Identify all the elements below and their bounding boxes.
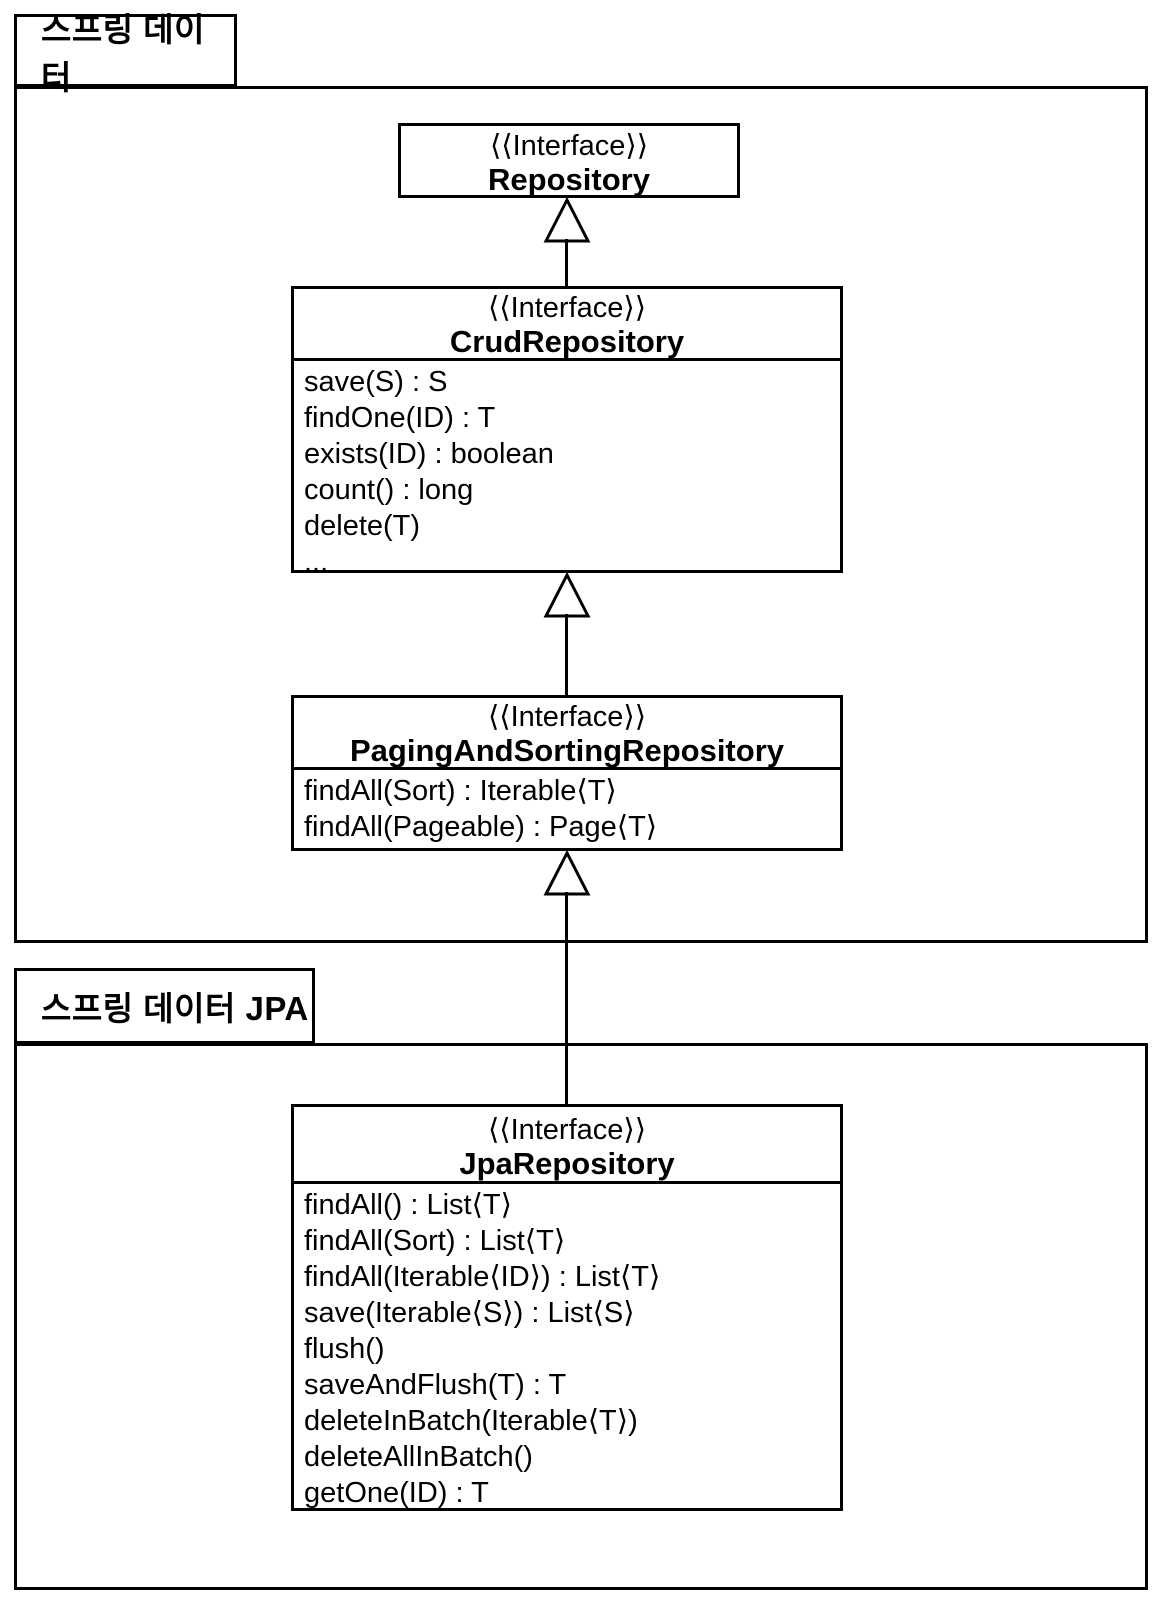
stereotype-label: ⟨⟨Interface⟩⟩	[487, 701, 647, 733]
generalization-triangle-icon	[543, 198, 591, 243]
generalization-triangle-icon	[543, 851, 591, 896]
method-item: deleteInBatch(Iterable⟨T⟩)	[304, 1405, 638, 1437]
method-item: save(Iterable⟨S⟩) : List⟨S⟩	[304, 1297, 635, 1329]
stereotype-label: ⟨⟨Interface⟩⟩	[489, 130, 649, 162]
method-list: findAll(Sort) : Iterable⟨T⟩ findAll(Page…	[294, 770, 840, 845]
class-name: CrudRepository	[449, 324, 685, 359]
stereotype-label: ⟨⟨Interface⟩⟩	[487, 292, 647, 324]
method-item: findOne(ID) : T	[304, 402, 496, 434]
method-item: findAll(Iterable⟨ID⟩) : List⟨T⟩	[304, 1261, 661, 1293]
package-tab-spring-data: 스프링 데이터	[14, 11, 237, 96]
class-header: ⟨⟨Interface⟩⟩ Repository	[401, 126, 737, 197]
stereotype-label: ⟨⟨Interface⟩⟩	[487, 1114, 647, 1146]
class-name: JpaRepository	[459, 1146, 675, 1181]
class-header: ⟨⟨Interface⟩⟩ JpaRepository	[294, 1107, 840, 1184]
method-item: deleteAllInBatch()	[304, 1441, 533, 1473]
generalization-line	[565, 614, 568, 696]
generalization-line	[565, 239, 568, 287]
package-label-spring-data-jpa: 스프링 데이터 JPA	[41, 990, 309, 1027]
method-list: findAll() : List⟨T⟩ findAll(Sort) : List…	[294, 1184, 840, 1511]
class-name: Repository	[488, 162, 650, 197]
class-box-jpa-repository: ⟨⟨Interface⟩⟩ JpaRepository findAll() : …	[291, 1104, 843, 1511]
method-item: delete(T)	[304, 510, 421, 542]
method-item: ...	[304, 546, 329, 578]
method-item: save(S) : S	[304, 366, 448, 398]
method-item: count() : long	[304, 474, 474, 506]
method-item: getOne(ID) : T	[304, 1477, 489, 1509]
method-item: findAll(Pageable) : Page⟨T⟩	[304, 811, 658, 843]
method-item: findAll(Sort) : Iterable⟨T⟩	[304, 775, 617, 807]
class-header: ⟨⟨Interface⟩⟩ PagingAndSortingRepository	[294, 698, 840, 770]
class-box-paging-and-sorting-repository: ⟨⟨Interface⟩⟩ PagingAndSortingRepository…	[291, 695, 843, 851]
method-item: exists(ID) : boolean	[304, 438, 554, 470]
method-item: findAll() : List⟨T⟩	[304, 1189, 512, 1221]
class-box-crud-repository: ⟨⟨Interface⟩⟩ CrudRepository save(S) : S…	[291, 286, 843, 578]
method-list: save(S) : S findOne(ID) : T exists(ID) :…	[294, 361, 840, 580]
method-item: saveAndFlush(T) : T	[304, 1369, 567, 1401]
class-header: ⟨⟨Interface⟩⟩ CrudRepository	[294, 289, 840, 361]
package-tab-spring-data-jpa: 스프링 데이터 JPA	[14, 968, 315, 1044]
method-item: flush()	[304, 1333, 385, 1365]
method-item: findAll(Sort) : List⟨T⟩	[304, 1225, 566, 1257]
class-name: PagingAndSortingRepository	[350, 733, 784, 768]
package-label-spring-data: 스프링 데이터	[41, 10, 205, 96]
class-box-repository: ⟨⟨Interface⟩⟩ Repository	[398, 123, 740, 198]
generalization-line	[565, 892, 568, 1105]
